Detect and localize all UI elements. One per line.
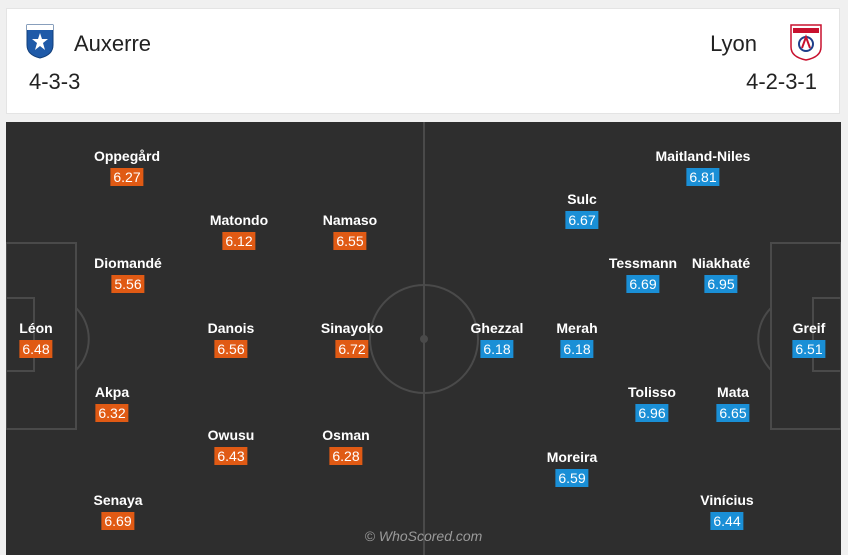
player-name: Vinícius — [700, 492, 754, 508]
player-rating: 6.32 — [95, 404, 129, 422]
player-name: Sinayoko — [320, 320, 384, 336]
player-rating: 6.12 — [222, 232, 256, 250]
player-name: Owusu — [207, 427, 255, 443]
lyon-crest-icon — [790, 24, 822, 61]
player-name: Léon — [19, 320, 53, 336]
player-name: Mata — [717, 384, 749, 400]
player-name: Merah — [556, 320, 598, 336]
home-team-name[interactable]: Auxerre — [74, 31, 152, 56]
player-name: Diomandé — [94, 255, 162, 271]
player-name: Ghezzal — [470, 320, 524, 336]
player-rating: 6.43 — [214, 447, 248, 465]
match-header: Auxerre 4-3-3 Lyon 4-2-3-1 — [6, 8, 840, 114]
player-rating: 6.18 — [560, 340, 594, 358]
pitch-markings — [6, 122, 841, 555]
player-rating: 6.72 — [335, 340, 369, 358]
player-rating: 6.56 — [214, 340, 248, 358]
player-rating: 6.95 — [704, 275, 738, 293]
player-name: Tolisso — [628, 384, 676, 400]
player-rating: 6.69 — [626, 275, 660, 293]
player-rating: 6.18 — [480, 340, 514, 358]
player-rating: 6.48 — [19, 340, 53, 358]
home-formation: 4-3-3 — [29, 69, 81, 94]
away-formation: 4-2-3-1 — [746, 69, 817, 94]
player-rating: 6.44 — [710, 512, 744, 530]
player-name: Moreira — [546, 449, 598, 465]
player-rating: 6.81 — [686, 168, 720, 186]
player-rating: 6.51 — [792, 340, 826, 358]
player-name: Matondo — [209, 212, 269, 228]
player-name: Akpa — [94, 384, 130, 400]
player-name: Senaya — [93, 492, 143, 508]
player-rating: 6.27 — [110, 168, 144, 186]
auxerre-crest-icon — [26, 24, 54, 59]
player-name: Oppegård — [93, 148, 161, 164]
away-team-name[interactable]: Lyon — [710, 31, 757, 56]
player-name: Namaso — [322, 212, 378, 228]
player-rating: 6.28 — [329, 447, 363, 465]
player-name: Greif — [792, 320, 826, 336]
player-rating: 5.56 — [111, 275, 145, 293]
player-name: Danois — [207, 320, 255, 336]
player-name: Osman — [322, 427, 370, 443]
player-name: Niakhaté — [691, 255, 751, 271]
player-name: Sulc — [567, 191, 597, 207]
player-rating: 6.59 — [555, 469, 589, 487]
player-rating: 6.69 — [101, 512, 135, 530]
player-name: Maitland-Niles — [655, 148, 751, 164]
pitch: Oppegård 6.27 Matondo 6.12 Namaso 6.55 D… — [6, 122, 841, 555]
player-rating: 6.96 — [635, 404, 669, 422]
player-rating: 6.55 — [333, 232, 367, 250]
watermark: © WhoScored.com — [364, 528, 483, 544]
player-name: Tessmann — [608, 255, 678, 271]
player-rating: 6.65 — [716, 404, 750, 422]
player-rating: 6.67 — [565, 211, 599, 229]
